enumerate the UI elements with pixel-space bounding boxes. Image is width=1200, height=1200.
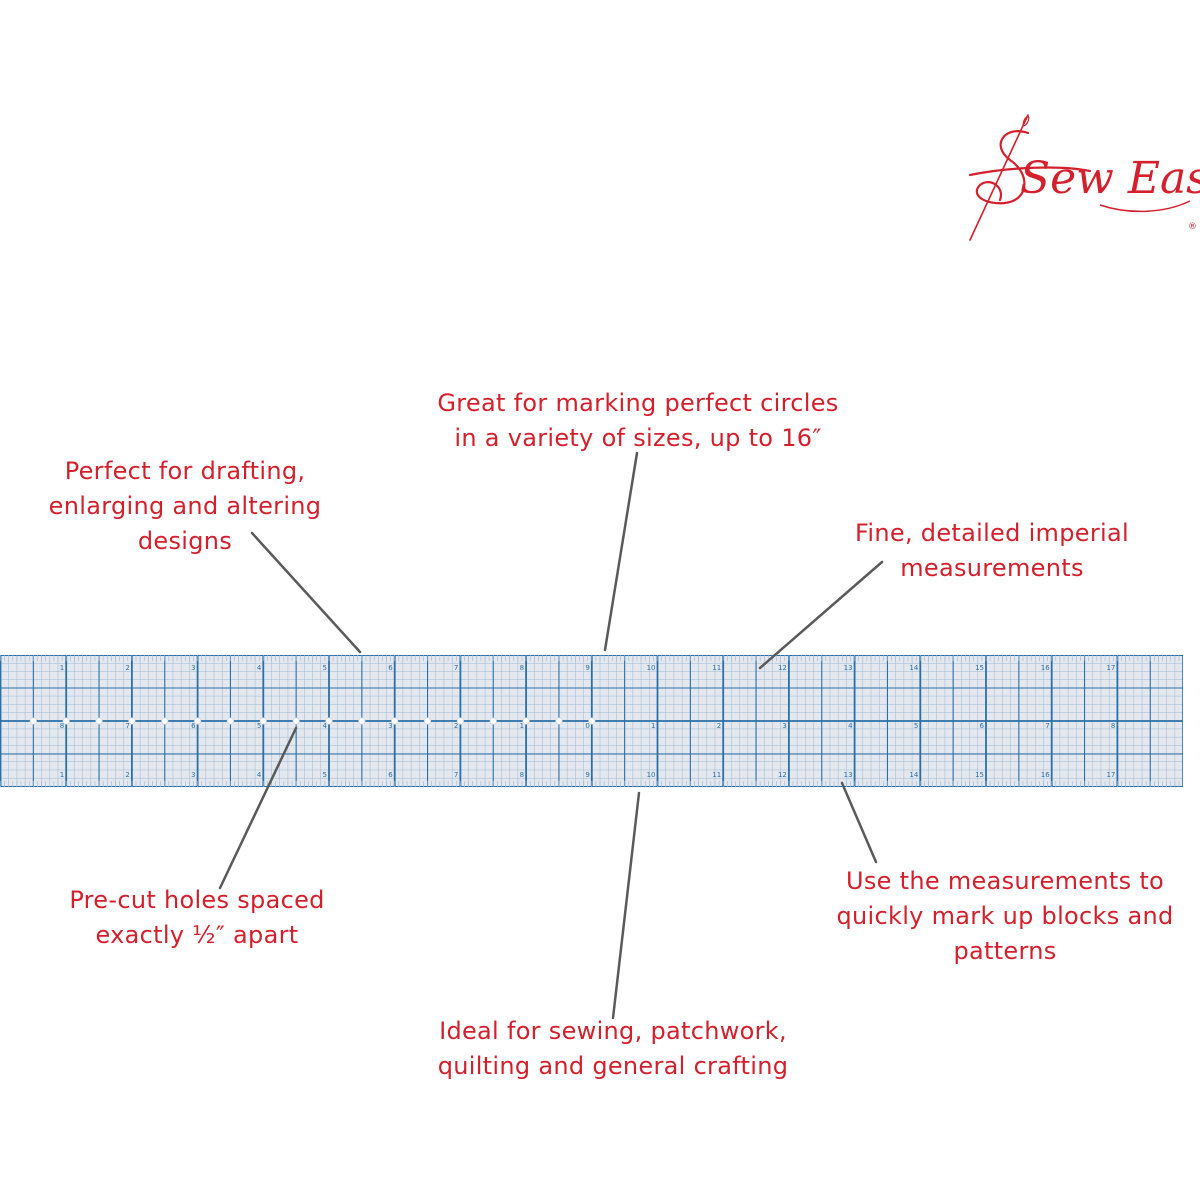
svg-text:7: 7	[454, 664, 458, 672]
svg-text:2: 2	[125, 664, 129, 672]
svg-text:9: 9	[585, 664, 589, 672]
svg-text:12: 12	[778, 664, 787, 672]
svg-text:11: 11	[712, 771, 721, 779]
callout-line: Use the measurements to	[845, 867, 1165, 895]
callout-line: Fine, detailed imperial	[855, 519, 1129, 547]
svg-text:4: 4	[848, 722, 853, 730]
svg-text:2: 2	[125, 771, 129, 779]
svg-text:1: 1	[60, 771, 64, 779]
svg-text:5: 5	[323, 664, 327, 672]
svg-text:3: 3	[388, 722, 392, 730]
callout-line: quickly mark up blocks and	[836, 902, 1174, 930]
callout-crafting: Ideal for sewing, patchwork, quilting an…	[438, 1014, 789, 1084]
callout-line: patterns	[953, 937, 1057, 965]
svg-text:15: 15	[975, 664, 984, 672]
callout-line: in a variety of sizes, up to 16″	[454, 424, 822, 452]
callout-holes: Pre-cut holes spaced exactly ½″ apart	[69, 883, 324, 953]
callout-imperial: Fine, detailed imperial measurements	[855, 516, 1129, 586]
svg-text:7: 7	[454, 771, 458, 779]
svg-text:15: 15	[975, 771, 984, 779]
callout-line: exactly ½″ apart	[95, 921, 299, 949]
logo-wordmark: Sew Easy	[1020, 153, 1200, 204]
svg-text:16: 16	[1041, 664, 1050, 672]
callout-line: quilting and general crafting	[437, 1052, 789, 1080]
svg-text:13: 13	[844, 664, 853, 672]
svg-text:10: 10	[647, 664, 656, 672]
callout-line: Perfect for drafting,	[64, 457, 306, 485]
svg-text:12: 12	[778, 771, 787, 779]
svg-text:13: 13	[844, 771, 853, 779]
svg-text:8: 8	[520, 771, 524, 779]
registered-mark: ®	[1188, 222, 1197, 232]
callout-line: Ideal for sewing, patchwork,	[439, 1017, 787, 1045]
svg-text:14: 14	[909, 771, 918, 779]
svg-text:8: 8	[1111, 722, 1115, 730]
svg-text:16: 16	[1041, 771, 1050, 779]
callout-line: enlarging and altering	[48, 492, 322, 520]
svg-text:11: 11	[712, 664, 721, 672]
svg-text:6: 6	[980, 722, 985, 730]
callout-line: designs	[137, 527, 233, 555]
svg-text:4: 4	[257, 664, 262, 672]
svg-text:6: 6	[388, 771, 393, 779]
callout-line: Pre-cut holes spaced	[69, 886, 325, 914]
svg-text:9: 9	[585, 771, 589, 779]
callout-line: Great for marking perfect circles	[437, 389, 839, 417]
svg-text:3: 3	[782, 722, 786, 730]
svg-text:5: 5	[323, 771, 327, 779]
callout-drafting: Perfect for drafting, enlarging and alte…	[49, 454, 322, 559]
svg-text:7: 7	[1045, 722, 1049, 730]
svg-text:4: 4	[323, 722, 328, 730]
svg-text:8: 8	[520, 664, 524, 672]
svg-text:1: 1	[651, 722, 655, 730]
leader-line-blocks	[840, 781, 878, 864]
leader-line-circles	[603, 451, 639, 652]
svg-text:8: 8	[60, 722, 64, 730]
svg-text:7: 7	[125, 722, 129, 730]
svg-text:2: 2	[454, 722, 458, 730]
callout-circles: Great for marking perfect circles in a v…	[437, 386, 838, 456]
svg-text:17: 17	[1106, 771, 1115, 779]
svg-text:3: 3	[191, 771, 195, 779]
svg-text:2: 2	[717, 722, 721, 730]
svg-text:14: 14	[909, 664, 918, 672]
sew-easy-logo: Sew Easy ®	[968, 114, 1200, 241]
svg-text:3: 3	[191, 664, 195, 672]
svg-text:6: 6	[191, 722, 196, 730]
svg-text:0: 0	[585, 722, 589, 730]
svg-text:6: 6	[388, 664, 393, 672]
leader-line-crafting	[611, 791, 641, 1020]
svg-text:4: 4	[257, 771, 262, 779]
callout-line: measurements	[900, 554, 1084, 582]
svg-text:17: 17	[1106, 664, 1115, 672]
callout-blocks: Use the measurements to quickly mark up …	[836, 864, 1173, 969]
svg-text:5: 5	[257, 722, 261, 730]
svg-text:1: 1	[520, 722, 524, 730]
svg-text:5: 5	[914, 722, 918, 730]
svg-text:10: 10	[647, 771, 656, 779]
svg-text:1: 1	[60, 664, 64, 672]
